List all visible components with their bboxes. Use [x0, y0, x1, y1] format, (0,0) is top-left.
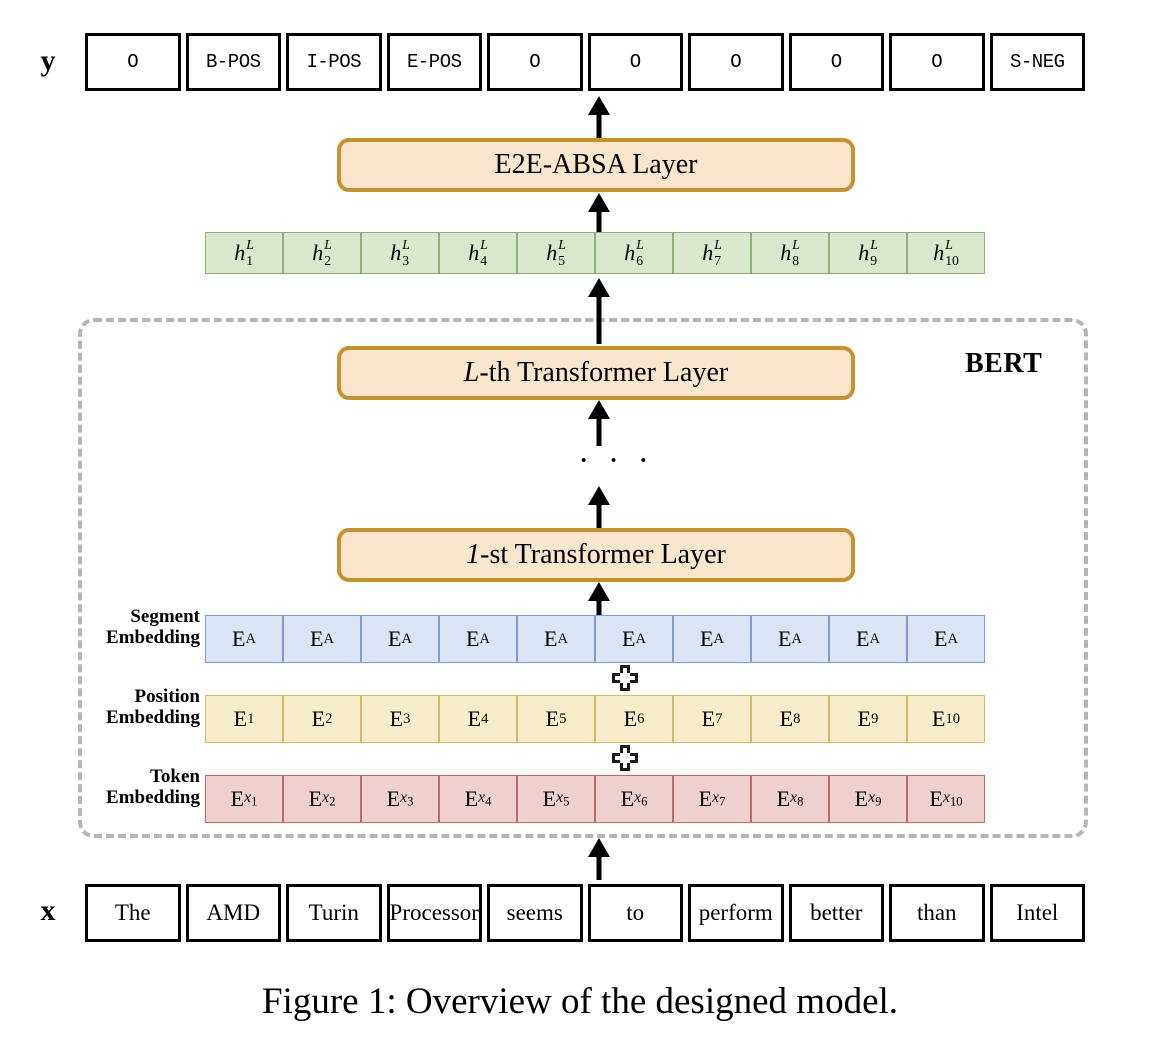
- arrow-hidden-to-absa: [583, 193, 615, 237]
- input-axis-label: x: [40, 894, 56, 927]
- output-tag-box-4: E-POS: [386, 33, 482, 91]
- output-tag-box-10: S-NEG: [989, 33, 1085, 91]
- figure-caption: Figure 1: Overview of the designed model…: [261, 981, 899, 1022]
- arrow-absa-to-output: [583, 96, 615, 142]
- e2e-absa-layer-box: E2E-ABSA Layer: [337, 138, 855, 192]
- token-embedding-label: Token Embedding: [106, 766, 200, 809]
- input-token-box-7: perform: [688, 884, 784, 942]
- bottom-transformer-layer-box: 1-st Transformer Layer: [337, 528, 855, 582]
- plus-position-token-icon: [612, 745, 638, 771]
- output-tag-box-6: O: [587, 33, 683, 91]
- arrow-bottomxformer-to-dots: [583, 486, 615, 530]
- position-embedding-label: Position Embedding: [106, 686, 200, 729]
- input-token-box-2: AMD: [185, 884, 281, 942]
- top-transformer-suffix: -th Transformer Layer: [479, 357, 729, 388]
- output-tag-box-3: I-POS: [286, 33, 382, 91]
- output-tag-box-7: O: [688, 33, 784, 91]
- transformer-stack-ellipsis: · · ·: [578, 442, 654, 479]
- bert-label: BERT: [965, 348, 1043, 379]
- output-tag-box-9: O: [889, 33, 985, 91]
- output-tag-box-5: O: [487, 33, 583, 91]
- arrow-dots-to-topxformer: [583, 400, 615, 446]
- arrow-embeddings-to-bottomxformer: [583, 582, 615, 618]
- bert-container: [78, 318, 1088, 838]
- input-token-box-3: Turin: [286, 884, 382, 942]
- input-token-box-5: seems: [487, 884, 583, 942]
- output-tag-box-8: O: [788, 33, 884, 91]
- input-token-box-10: Intel: [989, 884, 1085, 942]
- arrow-topxformer-to-hidden: [583, 278, 615, 344]
- output-tag-box-1: O: [85, 33, 181, 91]
- top-transformer-layer-box: L-th Transformer Layer: [337, 346, 855, 400]
- top-transformer-prefix: L: [463, 357, 480, 388]
- output-axis-label: y: [40, 44, 56, 77]
- segment-embedding-label: Segment Embedding: [106, 606, 200, 649]
- input-token-box-1: The: [85, 884, 181, 942]
- input-token-box-8: better: [788, 884, 884, 942]
- input-token-box-9: than: [889, 884, 985, 942]
- input-token-box-6: to: [587, 884, 683, 942]
- arrow-input-to-token-embedding: [583, 838, 615, 880]
- bottom-transformer-suffix: -st Transformer Layer: [480, 539, 726, 570]
- bottom-transformer-prefix: 1: [466, 539, 481, 570]
- plus-segment-position-icon: [612, 665, 638, 691]
- output-tag-box-2: B-POS: [185, 33, 281, 91]
- input-token-box-4: Processor: [386, 884, 482, 942]
